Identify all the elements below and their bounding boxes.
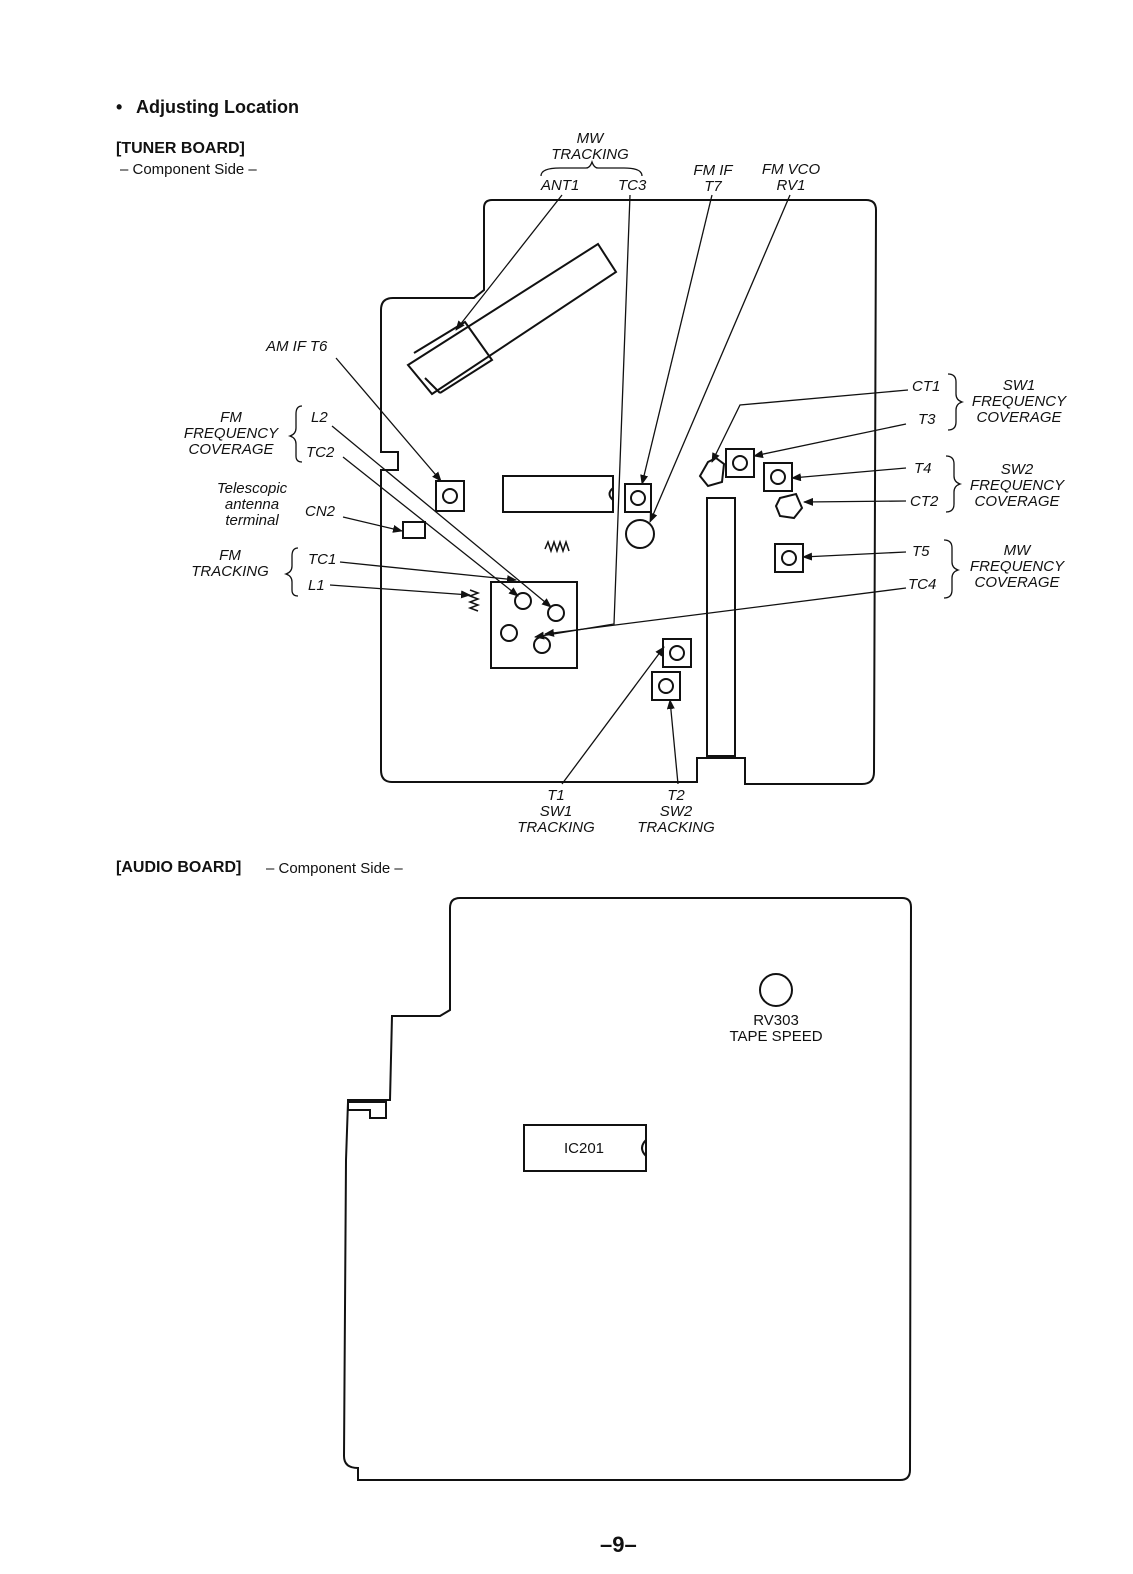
tuner-board-side: – Component Side – xyxy=(120,161,257,178)
sw1-tr-label-1: SW1 xyxy=(539,803,573,820)
sw2-tr-label-2: TRACKING xyxy=(637,819,715,836)
fm-fc-label-3: COVERAGE xyxy=(188,441,274,458)
antenna-bar-shape xyxy=(406,242,618,396)
l2-coil-symbol xyxy=(544,539,570,554)
tc3-label: TC3 xyxy=(618,177,647,194)
l1-coil-symbol xyxy=(467,589,481,612)
t2-coil xyxy=(651,671,681,701)
fm-frontend-box xyxy=(490,581,578,669)
fm-tr-label-1: FM xyxy=(219,547,241,564)
tuner-board-heading: [TUNER BOARD] xyxy=(116,140,245,157)
fm-vco-rv1 xyxy=(625,519,655,549)
rv303-label: RV303 xyxy=(753,1012,799,1029)
sw1-fc-label-2: FREQUENCY xyxy=(971,393,1067,410)
tc1-label: TC1 xyxy=(308,551,337,568)
am-if-t6-label: AM IF T6 xyxy=(266,338,328,355)
ant1-label: ANT1 xyxy=(541,177,580,194)
t5-label: T5 xyxy=(912,543,930,560)
fm-if-t7-coil xyxy=(624,483,652,513)
mw-label: MW xyxy=(576,130,604,147)
t1-label: T1 xyxy=(547,787,565,804)
audio-board-side: – Component Side – xyxy=(266,860,403,877)
tuner-cable-strip xyxy=(706,497,736,757)
page-number: –9– xyxy=(600,1532,637,1557)
tuner-board-outline xyxy=(380,199,878,785)
fm-fc-label-2: FREQUENCY xyxy=(183,425,279,442)
sw2-tr-label-1: SW2 xyxy=(659,803,693,820)
sw2-fc-label-1: SW2 xyxy=(1000,461,1034,478)
fm-tr-brace xyxy=(283,547,299,597)
page-title: Adjusting Location xyxy=(136,97,299,117)
mw-fc-label-1: MW xyxy=(1003,542,1031,559)
mw-fc-brace xyxy=(943,539,961,599)
audio-board-heading: [AUDIO BOARD] xyxy=(116,859,242,876)
t4-coil xyxy=(763,462,793,492)
fm-fc-label-1: FM xyxy=(220,409,242,426)
tc4-trimmer xyxy=(533,636,551,654)
sw2-fc-label-3: COVERAGE xyxy=(974,493,1060,510)
rv1-label: RV1 xyxy=(776,177,806,194)
mw-fc-label-2: FREQUENCY xyxy=(969,558,1065,575)
ct2-trimmer xyxy=(774,492,804,520)
mw-tracking-label: TRACKING xyxy=(551,146,629,163)
t3-coil xyxy=(725,448,755,478)
tc1-trimmer xyxy=(500,624,518,642)
fm-vco-label: FM VCO xyxy=(761,161,821,178)
t2-label: T2 xyxy=(667,787,685,804)
ct1-label: CT1 xyxy=(912,378,941,395)
t1-coil xyxy=(662,638,692,668)
sw1-tr-label-2: TRACKING xyxy=(517,819,595,836)
t4-label: T4 xyxy=(914,460,932,477)
t7-label: T7 xyxy=(704,178,722,195)
ct1-trimmer xyxy=(698,456,726,488)
bullet: • xyxy=(116,97,123,117)
telescopic-label-2: antenna xyxy=(224,496,280,513)
tc2-label: TC2 xyxy=(306,444,335,461)
sw2-fc-label-2: FREQUENCY xyxy=(969,477,1065,494)
cn2-connector xyxy=(402,521,426,539)
t3-label: T3 xyxy=(918,411,936,428)
ic201-label: IC201 xyxy=(564,1140,605,1157)
tc4-label: TC4 xyxy=(908,576,937,593)
sw1-fc-label-3: COVERAGE xyxy=(976,409,1062,426)
l2-label: L2 xyxy=(311,409,328,426)
t5-coil xyxy=(774,543,804,573)
sw2-fc-brace xyxy=(945,455,963,513)
am-if-t6-coil xyxy=(435,480,465,512)
audio-board-outline xyxy=(342,897,913,1481)
telescopic-label-3: terminal xyxy=(225,512,279,529)
telescopic-label-1: Telescopic xyxy=(216,480,288,497)
tape-speed-label: TAPE SPEED xyxy=(729,1028,823,1045)
rv303-pot xyxy=(759,973,793,1007)
mw-fc-label-3: COVERAGE xyxy=(974,574,1060,591)
ic201-chip xyxy=(523,1124,647,1172)
tuner-ic-strip xyxy=(502,475,614,513)
fm-fc-brace xyxy=(287,405,303,463)
l1-label: L1 xyxy=(308,577,325,594)
mw-tracking-brace xyxy=(540,159,643,177)
tc2-trimmer xyxy=(514,592,532,610)
fm-if-label: FM IF xyxy=(693,162,733,179)
fm-tr-label-2: TRACKING xyxy=(191,563,269,580)
l2-coil xyxy=(547,604,565,622)
sw1-fc-brace xyxy=(947,373,965,431)
ct2-label: CT2 xyxy=(910,493,939,510)
cn2-label: CN2 xyxy=(305,503,336,520)
sw1-fc-label-1: SW1 xyxy=(1002,377,1036,394)
